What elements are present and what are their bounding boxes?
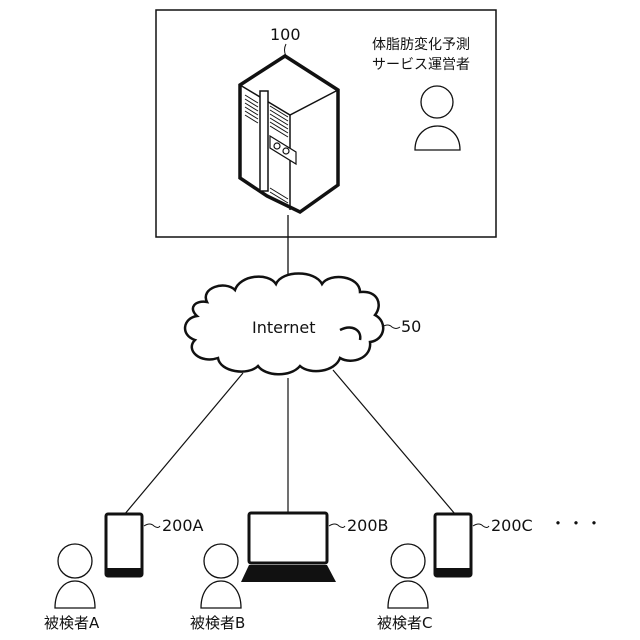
more-devices-ellipsis: ・・・	[550, 516, 604, 532]
user-label-C: 被検者C	[377, 614, 432, 632]
smartphone-icon-200C	[435, 514, 471, 576]
server-icon	[240, 56, 338, 212]
user-label-A: 被検者A	[44, 614, 99, 632]
server-ref-leader	[285, 44, 287, 56]
network-ref-leader	[382, 325, 400, 329]
operator-person-icon	[415, 86, 460, 150]
smartphone-icon-200A	[106, 514, 142, 576]
internet-label: Internet	[252, 320, 316, 336]
device-ref-200B: 200B	[347, 518, 389, 534]
ref-leader-200B	[329, 524, 345, 528]
link-200A	[124, 373, 243, 515]
user-label-B: 被検者B	[190, 614, 245, 632]
operator-label-line1: 体脂肪変化予測	[372, 36, 470, 54]
network-ref-label: 50	[401, 319, 421, 335]
ref-leader-200A	[144, 524, 160, 528]
device-ref-200A: 200A	[162, 518, 203, 534]
operator-label-line2: サービス運営者	[372, 56, 470, 74]
ref-leader-200C	[473, 524, 489, 528]
person-icon-B	[201, 544, 241, 608]
link-200C	[333, 370, 455, 514]
person-icon-C	[388, 544, 428, 608]
person-icon-A	[55, 544, 95, 608]
laptop-icon-200B	[241, 513, 336, 582]
server-ref-label: 100	[270, 27, 301, 43]
device-ref-200C: 200C	[491, 518, 533, 534]
